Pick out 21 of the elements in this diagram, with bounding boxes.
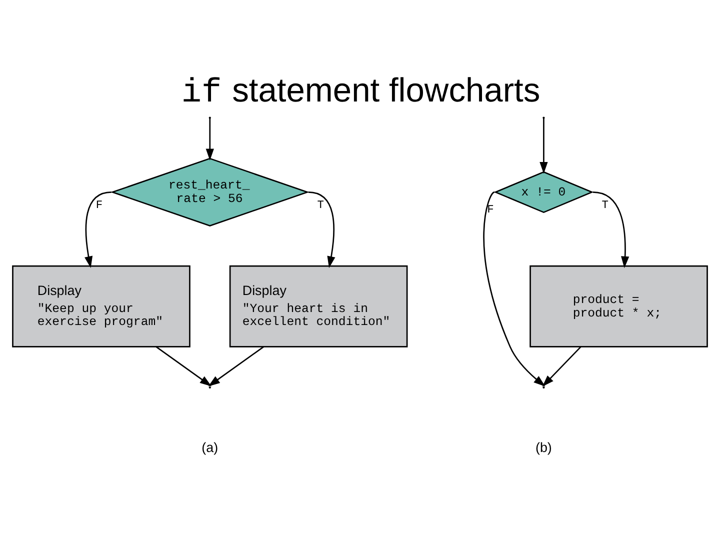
label: (b) <box>535 440 552 455</box>
edge-label: T <box>602 200 609 212</box>
node-box: Display "Keep up your exercise program" <box>12 265 190 348</box>
arrow <box>208 346 264 386</box>
node-box: product = product * x; <box>530 265 708 348</box>
arrow <box>483 192 546 386</box>
arrow <box>542 346 582 387</box>
edge-label: F <box>487 204 494 216</box>
edge-label: T <box>317 200 324 212</box>
label: (a) <box>202 440 218 455</box>
arrow <box>308 191 336 268</box>
arrow <box>592 191 630 268</box>
node-box: Display "Your heart is in excellent condition" <box>229 265 408 348</box>
arrow <box>156 346 212 386</box>
node-diamond: x != 0 <box>494 171 594 214</box>
node-diamond: rest_heart_ rate > 56 <box>110 158 310 226</box>
edge-label: F <box>96 200 103 212</box>
arrow <box>206 118 214 160</box>
arrow <box>84 191 112 268</box>
diagram-title: if statement flowcharts <box>181 72 540 113</box>
arrow <box>540 118 548 174</box>
